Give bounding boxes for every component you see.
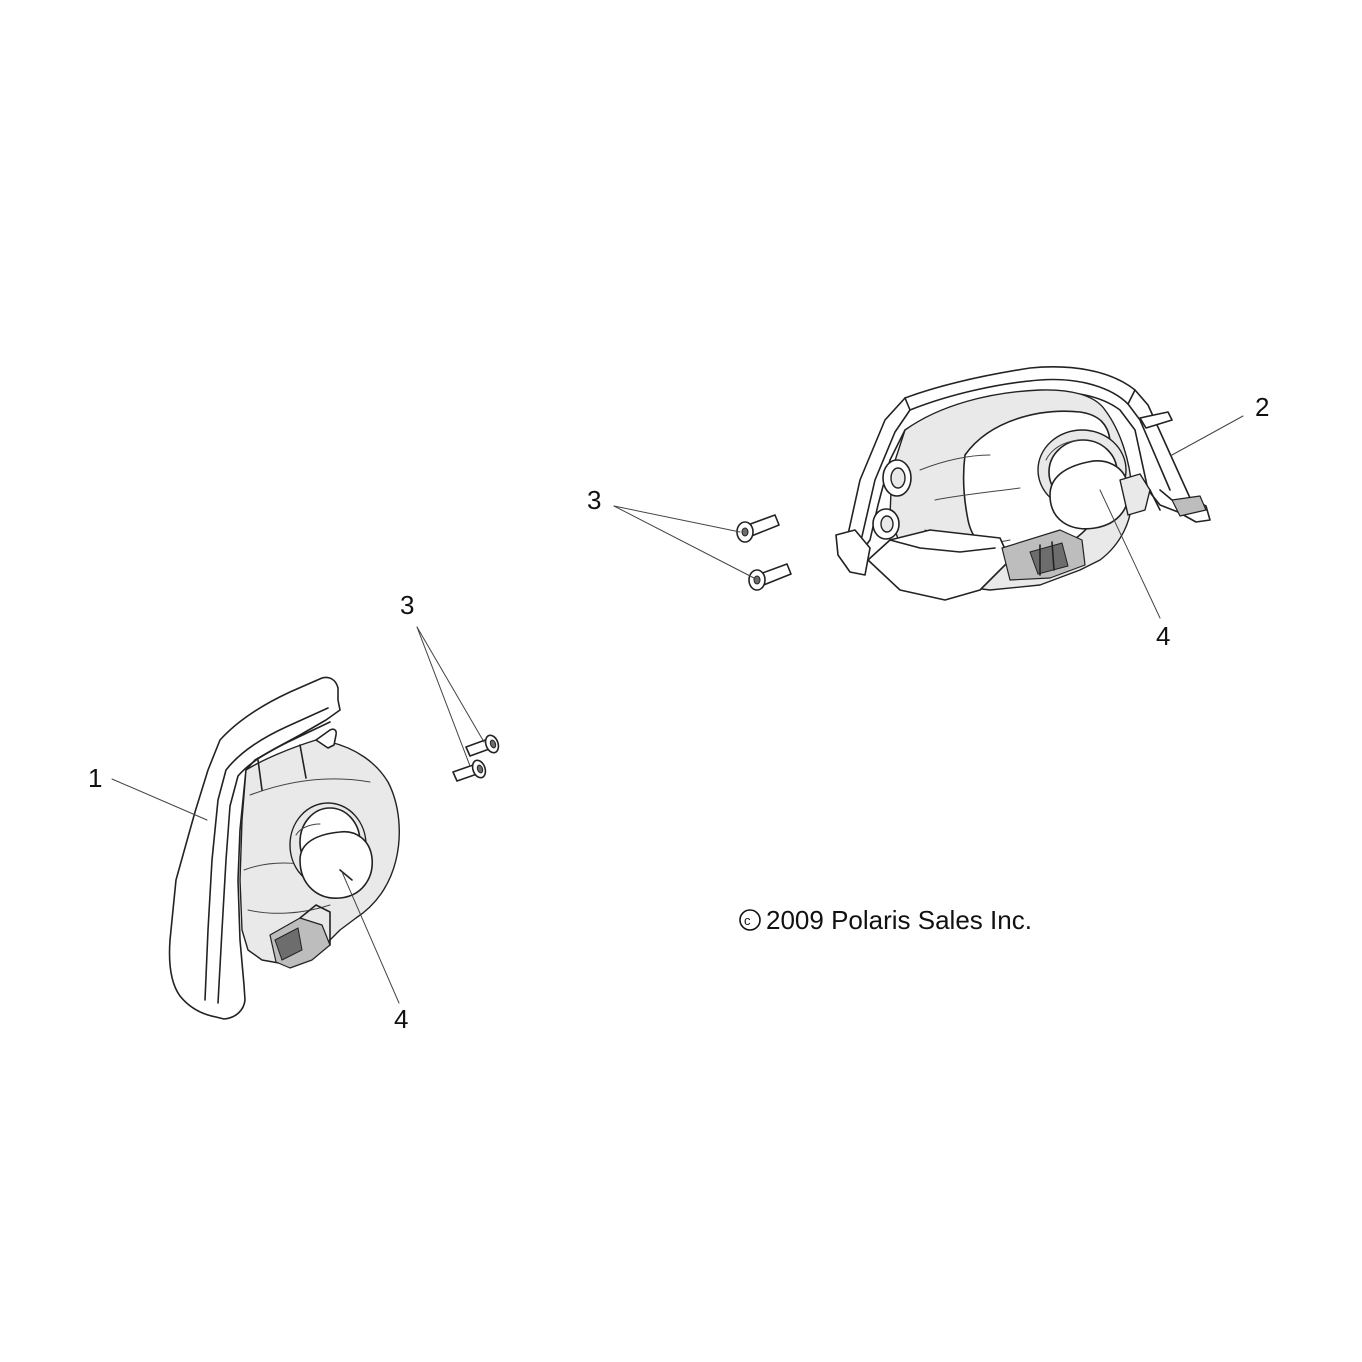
callout-part-3-right: 3 — [587, 485, 601, 515]
callout-part-3-left: 3 — [400, 590, 414, 620]
right-lamp-housing — [835, 366, 1211, 601]
callout-part-4-left: 4 — [394, 1004, 408, 1034]
callout-part-1: 1 — [88, 763, 102, 793]
leader-lines — [111, 415, 1244, 1004]
right-screw-upper — [736, 514, 780, 543]
callout-part-2: 2 — [1255, 392, 1269, 422]
right-bulb-socket — [1037, 429, 1151, 530]
copyright-icon — [739, 909, 761, 931]
left-screw-lower — [452, 759, 487, 782]
left-bulb-socket — [289, 802, 373, 899]
left-screw-upper — [465, 734, 500, 757]
copyright-text: 2009 Polaris Sales Inc. — [766, 905, 1032, 935]
callout-part-4-right: 4 — [1156, 621, 1170, 651]
copyright-notice: c 2009 Polaris Sales Inc. — [739, 905, 1032, 935]
copyright-symbol: c — [744, 913, 751, 928]
right-screw-lower — [748, 563, 792, 591]
